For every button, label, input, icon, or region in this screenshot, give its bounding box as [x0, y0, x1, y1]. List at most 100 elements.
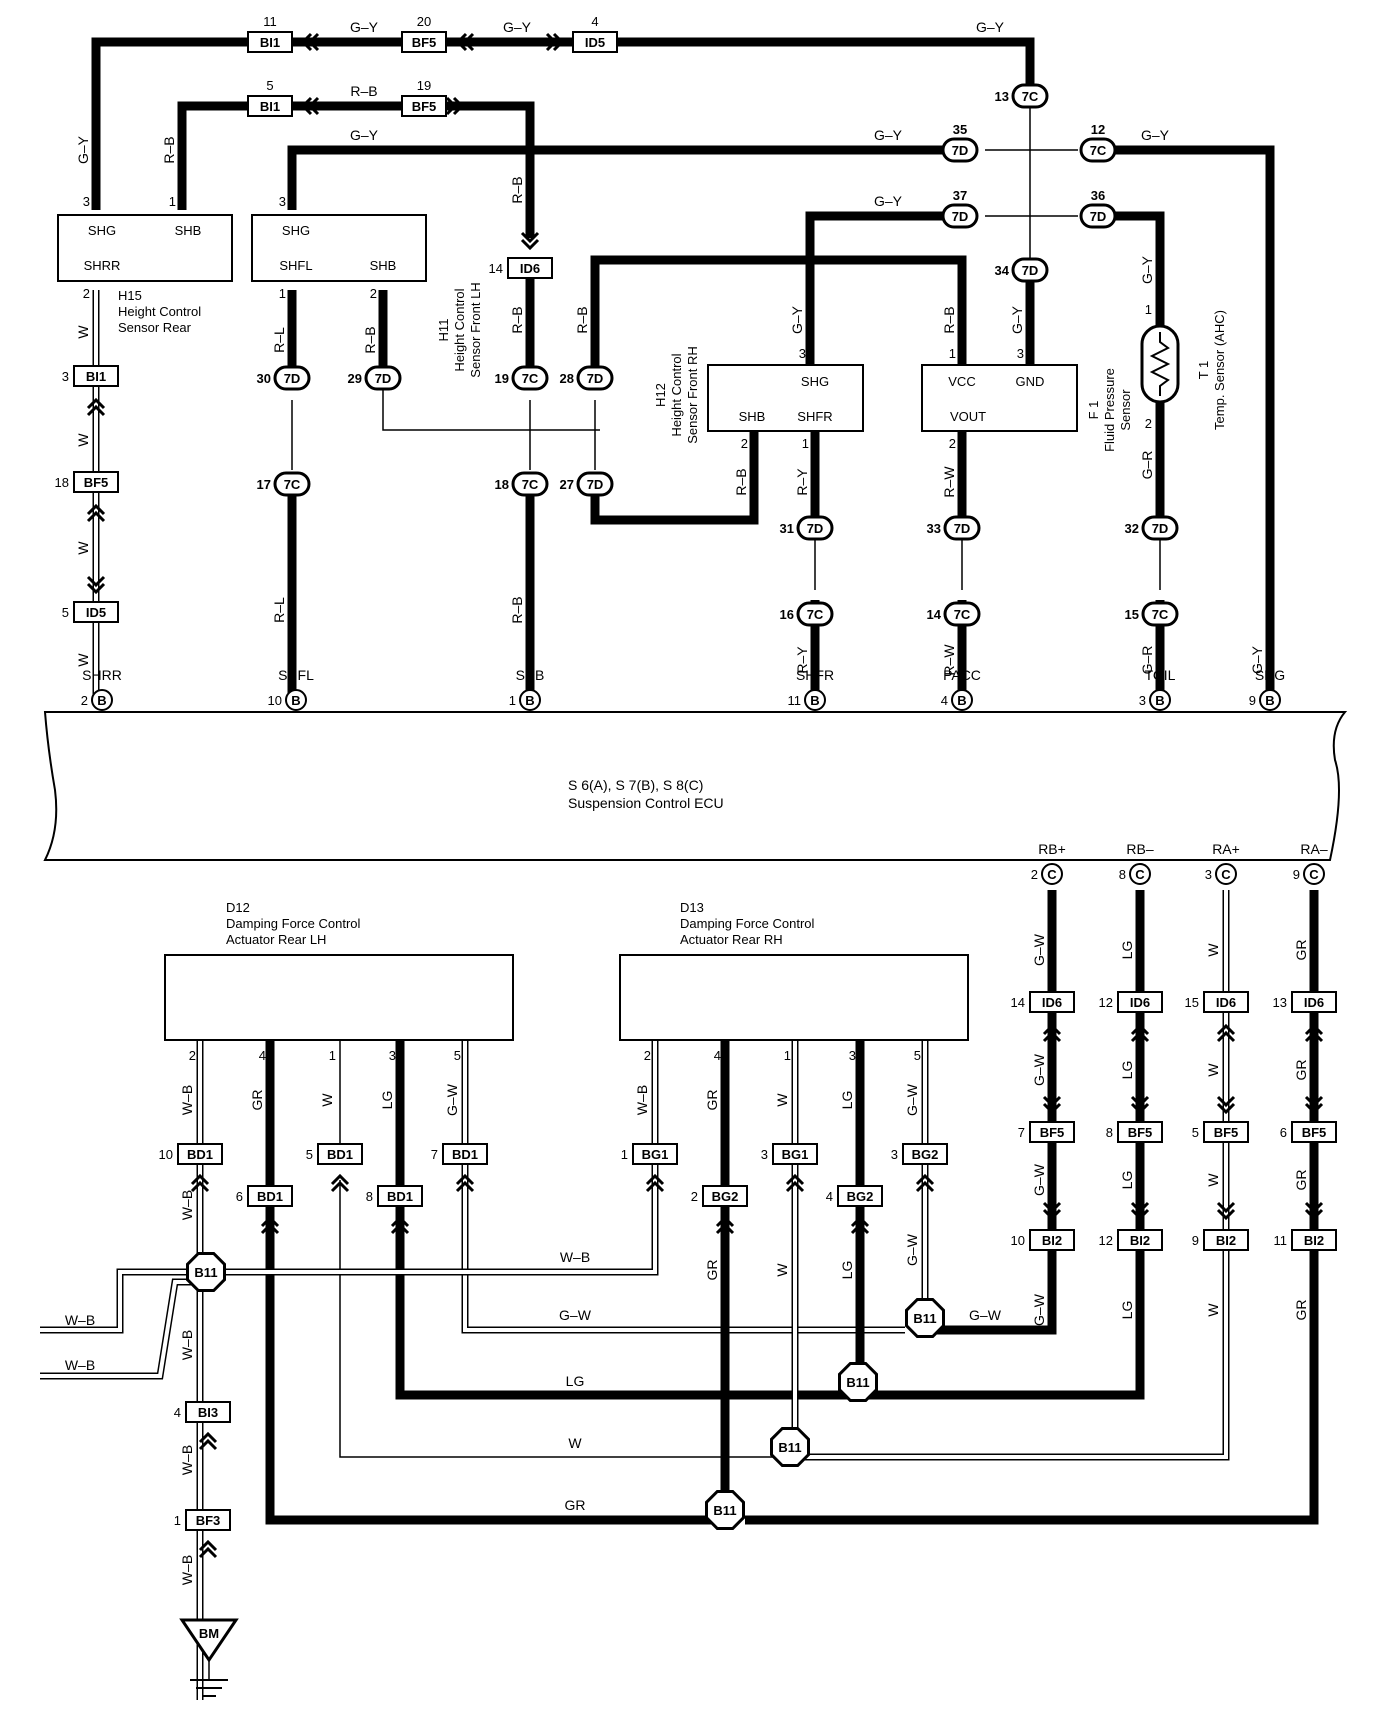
chevron — [198, 1539, 218, 1552]
chevron — [1216, 1208, 1236, 1221]
term-shb: SHB — [175, 223, 202, 238]
terminal-chevron — [198, 1431, 218, 1451]
wire-color: W–B — [560, 1249, 590, 1265]
pin-number: 8 — [366, 1189, 373, 1204]
connector-bd1 — [177, 1143, 223, 1165]
chevron — [785, 1180, 805, 1193]
chevron — [260, 1222, 280, 1235]
wire-color: GR — [249, 1090, 265, 1111]
d13-code: D13 — [680, 900, 704, 915]
connector-bf5 — [401, 95, 447, 117]
connector-bg1 — [772, 1143, 818, 1165]
f1-line2: Sensor — [1118, 389, 1133, 431]
pin-number: 1 — [802, 436, 809, 451]
pin-number: 1 — [169, 194, 176, 209]
chevron — [520, 238, 540, 251]
terminal-chevron — [190, 1173, 210, 1193]
connector-id6 — [1291, 991, 1337, 1013]
wire-wb-left-2 — [40, 1280, 200, 1378]
connector-id: 7D — [1022, 263, 1039, 278]
wire-color: G–R — [1139, 451, 1155, 480]
chevron — [645, 1173, 665, 1186]
pin-number: 37 — [953, 188, 967, 203]
wire-color: GR — [704, 1260, 720, 1281]
ecu-terminal — [285, 689, 307, 711]
connector-id: 7C — [807, 607, 824, 622]
connector-7d — [1079, 203, 1117, 229]
connector-id: BF5 — [412, 99, 437, 114]
wire-color: W–B — [179, 1085, 195, 1115]
chevron — [455, 32, 468, 52]
connector-7d — [576, 365, 614, 391]
pin-number: 29 — [348, 371, 362, 386]
connector-id: BI2 — [1042, 1233, 1062, 1248]
connector-id: 7D — [952, 209, 969, 224]
wire-color: G–Y — [874, 127, 903, 143]
chevron — [330, 1173, 350, 1186]
connector-id6 — [1203, 991, 1249, 1013]
wire-gy-h11 — [287, 145, 960, 210]
connector-bg2 — [902, 1143, 948, 1165]
wire-color: W–B — [179, 1445, 195, 1475]
terminal-chevron — [1042, 1023, 1062, 1043]
wire-color: G–W — [444, 1083, 460, 1116]
wire-color: W — [568, 1435, 582, 1451]
connector-bg1 — [632, 1143, 678, 1165]
wire-color: R–B — [509, 176, 525, 203]
terminal-chevron — [1216, 1023, 1236, 1043]
wire-gw-rb — [925, 890, 1057, 1335]
wire-color: G–Y — [789, 305, 805, 334]
ecu-terminal-letter: B — [810, 693, 819, 708]
wire-color: LG — [379, 1091, 395, 1110]
term-shg: SHG — [88, 223, 116, 238]
pin-number: 3 — [62, 369, 69, 384]
wire-color: LG — [1119, 1171, 1135, 1190]
chevron — [1130, 1102, 1150, 1115]
pin-number: 3 — [891, 1147, 898, 1162]
splice-b11 — [705, 1490, 745, 1530]
term-vout: VOUT — [950, 409, 986, 424]
chevron — [645, 1180, 665, 1193]
connector-id: BI2 — [1216, 1233, 1236, 1248]
terminal-chevron — [1304, 1023, 1324, 1043]
h11-line1: Height Control — [452, 288, 467, 371]
pin-number: 9 — [1249, 693, 1256, 708]
wire-color: R–B — [509, 596, 525, 623]
pin-number: 5 — [266, 78, 273, 93]
pin-number: 9 — [1293, 867, 1300, 882]
wire-lg-d12 — [395, 1040, 858, 1400]
connector-bd1 — [317, 1143, 363, 1165]
connector-7d — [1141, 515, 1179, 541]
terminal-chevron — [1042, 1201, 1062, 1221]
pin-number: 3 — [761, 1147, 768, 1162]
splice-b11 — [186, 1252, 226, 1292]
wire-rb-h12 — [590, 430, 759, 525]
pin-number: 16 — [780, 607, 794, 622]
connector-id: BI1 — [260, 99, 280, 114]
ecu-terminal-letter: B — [291, 693, 300, 708]
chevron — [307, 32, 320, 52]
wire-color: W–B — [179, 1330, 195, 1360]
wire-color: R–Y — [794, 468, 810, 496]
sensor-h11-box — [251, 214, 427, 282]
pin-number: 4 — [591, 14, 598, 29]
pin-number: 3 — [1205, 867, 1212, 882]
pin-number: 35 — [953, 122, 967, 137]
wire-color: G–Y — [1009, 305, 1025, 334]
actuator-d13-box — [619, 954, 969, 1041]
chevron — [1216, 1201, 1236, 1214]
wire-gy-ecu-shg — [1098, 145, 1275, 702]
connector-id: ID6 — [1042, 995, 1062, 1010]
chevron — [850, 1222, 870, 1235]
connector-id: 7D — [284, 371, 301, 386]
wire-rb-vcc — [590, 255, 967, 378]
terminal-chevron — [645, 1173, 665, 1193]
connector-id: BF5 — [412, 35, 437, 50]
connector-bf5 — [1029, 1121, 1075, 1143]
wire-color: R–B — [350, 83, 377, 99]
pin-number: 2 — [741, 436, 748, 451]
pin-number: 36 — [1091, 188, 1105, 203]
pin-number: 5 — [1192, 1125, 1199, 1140]
terminal-chevron — [1304, 1201, 1324, 1221]
